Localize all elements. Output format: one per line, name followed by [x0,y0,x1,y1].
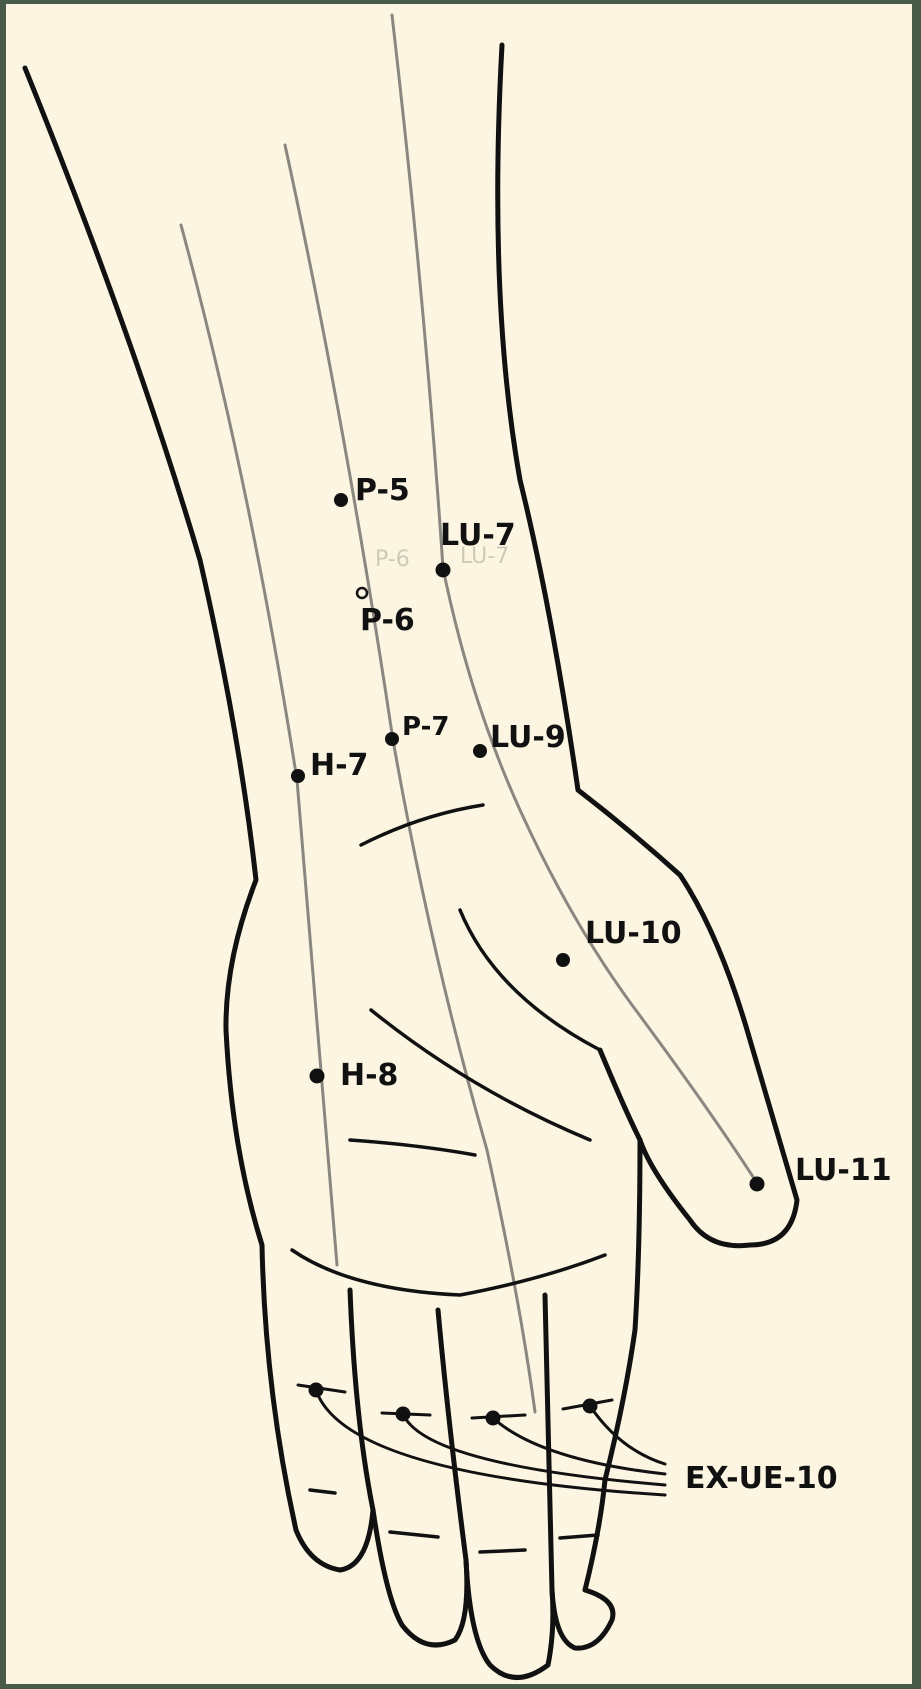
point-lu10-dot [556,953,570,967]
label-h7: H-7 [310,748,368,783]
point-ex-1-dot [309,1383,324,1398]
label-ex-ue-10: EX-UE-10 [685,1461,838,1496]
label-p7: P-7 [402,712,449,742]
paper-background [6,4,912,1684]
label-lu11: LU-11 [795,1153,892,1188]
label-p6: P-6 [360,603,415,638]
ghost-text-left: P-6 [375,547,410,572]
point-lu7-dot [436,563,451,578]
point-p7-dot [385,732,399,746]
label-lu9: LU-9 [490,720,566,755]
knuckle-mark-3 [480,1550,525,1552]
point-ex-3-dot [486,1411,501,1426]
point-ex-4-dot [583,1399,598,1414]
point-lu11-dot [750,1177,765,1192]
point-h7-dot [291,769,305,783]
label-lu7: LU-7 [440,518,516,553]
label-lu10: LU-10 [585,916,682,951]
label-p5: P-5 [355,473,410,508]
point-lu9-dot [473,744,487,758]
point-ex-2-dot [396,1407,411,1422]
point-h8-dot [310,1069,325,1084]
label-h8: H-8 [340,1058,398,1093]
point-p5-dot [334,493,348,507]
